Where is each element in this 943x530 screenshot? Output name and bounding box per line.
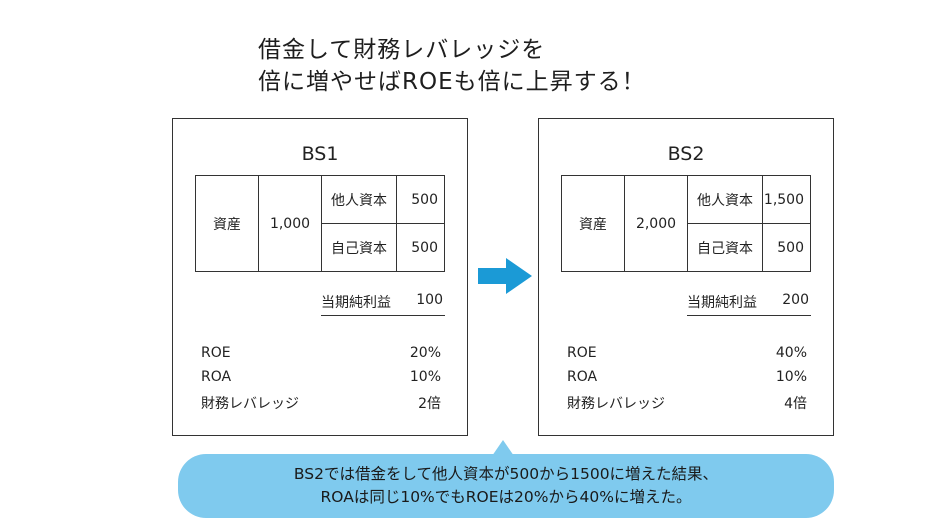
- net-profit-row: 当期純利益 200: [687, 289, 811, 316]
- debt-value: 500: [396, 175, 445, 224]
- equity-label: 自己資本: [687, 223, 763, 272]
- asset-value: 1,000: [258, 175, 322, 272]
- ratio-row-roa: ROA 10%: [201, 369, 441, 393]
- headline-line-1: 借金して財務レバレッジを: [258, 37, 546, 63]
- ratio-label: ROE: [567, 345, 597, 361]
- asset-label: 資産: [561, 175, 625, 272]
- net-profit-value: 200: [782, 292, 809, 308]
- equity-value: 500: [762, 223, 811, 272]
- callout-tail: [492, 440, 514, 456]
- ratio-row-leverage: 財務レバレッジ 2倍: [201, 393, 441, 417]
- ratio-label: ROA: [201, 369, 232, 385]
- ratio-value: 40%: [775, 345, 807, 361]
- panel-title: BS2: [667, 143, 705, 165]
- net-profit-row: 当期純利益 100: [321, 289, 445, 316]
- ratio-list: ROE 20% ROA 10% 財務レバレッジ 2倍: [201, 345, 441, 417]
- callout-bubble: BS2では借金をして他人資本が500から1500に増えた結果、 ROAは同じ10…: [178, 454, 834, 518]
- callout-line-2: ROAは同じ10%でもROEは20%から40%に増えた。: [320, 488, 692, 506]
- callout-line-1: BS2では借金をして他人資本が500から1500に増えた結果、: [293, 465, 719, 483]
- debt-value: 1,500: [762, 175, 811, 224]
- ratio-value: 4倍: [784, 396, 807, 412]
- headline-line-2: 倍に増やせばROEも倍に上昇する！: [258, 69, 646, 95]
- right-arrow-icon: [478, 258, 532, 294]
- net-profit-label: 当期純利益: [321, 295, 391, 311]
- balance-sheet-table: 資産 2,000 他人資本 1,500 自己資本 500: [561, 175, 811, 272]
- ratio-label: ROA: [567, 369, 598, 385]
- equity-label: 自己資本: [321, 223, 397, 272]
- headline: 借金して財務レバレッジを 倍に増やせばROEも倍に上昇する！: [258, 34, 678, 98]
- asset-value: 2,000: [624, 175, 688, 272]
- debt-label: 他人資本: [321, 175, 397, 224]
- ratio-value: 20%: [409, 345, 441, 361]
- ratio-row-roe: ROE 40%: [567, 345, 807, 369]
- net-profit-value: 100: [416, 292, 443, 308]
- ratio-value: 10%: [409, 369, 441, 385]
- ratio-row-roe: ROE 20%: [201, 345, 441, 369]
- net-profit-label: 当期純利益: [687, 295, 757, 311]
- callout-text: BS2では借金をして他人資本が500から1500に増えた結果、 ROAは同じ10…: [178, 463, 834, 509]
- ratio-value: 10%: [775, 369, 807, 385]
- asset-label: 資産: [195, 175, 259, 272]
- ratio-row-leverage: 財務レバレッジ 4倍: [567, 393, 807, 417]
- ratio-label: ROE: [201, 345, 231, 361]
- balance-sheet-table: 資産 1,000 他人資本 500 自己資本 500: [195, 175, 445, 272]
- balance-sheet-panel-bs1: BS1 資産 1,000 他人資本 500 自己資本 500 当期純利益 100…: [172, 118, 468, 436]
- ratio-label: 財務レバレッジ: [567, 396, 665, 412]
- debt-label: 他人資本: [687, 175, 763, 224]
- ratio-value: 2倍: [418, 396, 441, 412]
- ratio-label: 財務レバレッジ: [201, 396, 299, 412]
- ratio-list: ROE 40% ROA 10% 財務レバレッジ 4倍: [567, 345, 807, 417]
- panel-title: BS1: [301, 143, 339, 165]
- equity-value: 500: [396, 223, 445, 272]
- balance-sheet-panel-bs2: BS2 資産 2,000 他人資本 1,500 自己資本 500 当期純利益 2…: [538, 118, 834, 436]
- ratio-row-roa: ROA 10%: [567, 369, 807, 393]
